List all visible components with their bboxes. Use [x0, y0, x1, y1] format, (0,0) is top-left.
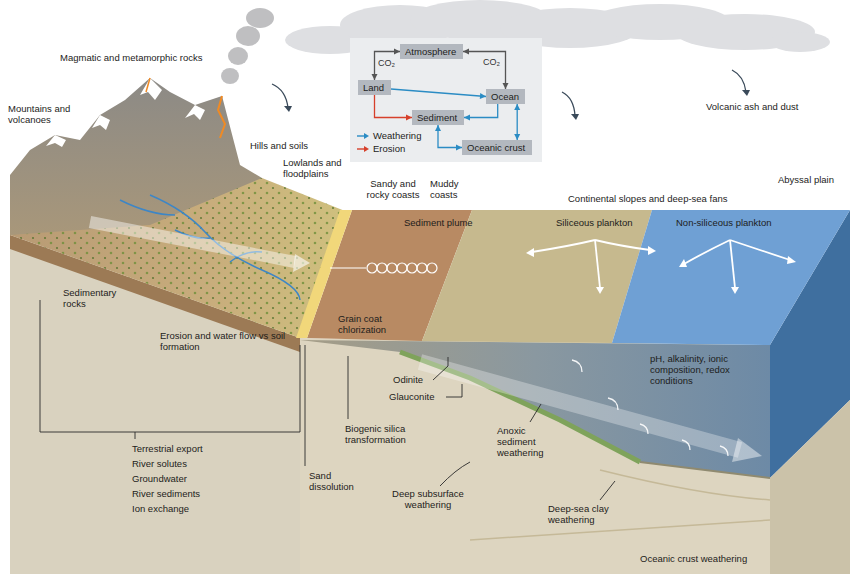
box-text: Oceanic crust — [467, 142, 525, 153]
diagram-label: Odinite — [393, 374, 423, 385]
flux-arrow — [391, 89, 486, 99]
flux-arrow — [372, 49, 401, 81]
diagram-label: Ion exchange — [132, 503, 189, 514]
legend-arrow-line — [357, 136, 365, 137]
diagram-label: Hills and soils — [250, 140, 308, 151]
flux-line — [391, 89, 486, 97]
flux-label: CO₂ — [377, 58, 396, 69]
diagram-label: Biogenic silica transformation — [345, 423, 427, 445]
diagram-label: River solutes — [132, 458, 187, 469]
arrow-head — [464, 115, 470, 121]
legend-text: Weathering — [373, 130, 421, 141]
flux-arrow — [463, 49, 509, 90]
flux-line — [463, 52, 506, 90]
diagram-label: Lowlands and floodplains — [283, 157, 361, 179]
diagram-label: Oceanic crust weathering — [640, 553, 747, 564]
flux-box: Sediment — [412, 110, 464, 125]
flux-line — [438, 125, 462, 148]
flux-box: Ocean — [486, 89, 525, 104]
legend-arrow — [356, 132, 370, 140]
diagram-label: Erosion and water flow vs soil formation — [160, 330, 292, 352]
box-text: Land — [363, 82, 384, 93]
flux-box: Atmosphere — [400, 44, 463, 59]
flux-line — [375, 95, 413, 118]
legend-item: Erosion — [356, 143, 405, 155]
box-text: Atmosphere — [405, 46, 456, 57]
legend-arrow-line — [357, 149, 365, 150]
legend-arrow-head — [364, 146, 369, 152]
diagram-label: Deep subsurface weathering — [378, 488, 478, 510]
diagram-label: Anoxic sediment weathering — [497, 425, 559, 458]
diagram-label: Terrestrial export — [132, 443, 203, 454]
arrow-head — [435, 125, 441, 131]
flux-box: Oceanic crust — [462, 140, 532, 155]
diagram-label: Groundwater — [132, 473, 187, 484]
flux-line — [375, 52, 401, 81]
diagram-label: Abyssal plain — [778, 174, 834, 185]
arrow-head — [514, 104, 520, 110]
diagram-label: Volcanic ash and dust — [706, 101, 798, 112]
diagram-label: River sediments — [132, 488, 200, 499]
box-text: Ocean — [491, 91, 519, 102]
flux-label: CO₂ — [482, 57, 501, 68]
diagram-label: Sandy and rocky coasts — [360, 178, 426, 200]
diagram-label: Siliceous plankton — [556, 217, 633, 228]
box-text: Sediment — [417, 112, 457, 123]
diagram-label: Grain coat chlorization — [338, 313, 408, 335]
legend-text: Erosion — [373, 143, 405, 154]
diagram-label: Magmatic and metamorphic rocks — [60, 52, 203, 63]
flux-arrow — [514, 104, 520, 140]
diagram-label: Glauconite — [389, 391, 434, 402]
diagram-label: Continental slopes and deep-sea fans — [568, 193, 728, 204]
diagram-label: Sedimentary rocks — [63, 287, 127, 309]
flux-box: Land — [358, 80, 391, 95]
legend-item: Weathering — [356, 130, 421, 142]
diagram-label: Deep-sea clay weathering — [548, 503, 620, 525]
legend-arrow — [356, 145, 370, 153]
diagram-label: Non-siliceous plankton — [676, 217, 772, 228]
diagram-label: Mountains and volcanoes — [8, 103, 88, 125]
diagram-label: pH, alkalinity, ionic composition, redox… — [650, 353, 762, 386]
diagram-label: Sand dissolution — [309, 470, 363, 492]
legend-arrow-head — [364, 133, 369, 139]
flux-arrow — [375, 95, 413, 121]
flux-arrow — [464, 104, 498, 121]
flux-arrow — [435, 125, 462, 151]
arrow-head — [463, 49, 469, 55]
diagram-label: Sediment plume — [404, 217, 473, 228]
diagram-label: Muddy coasts — [430, 178, 472, 200]
